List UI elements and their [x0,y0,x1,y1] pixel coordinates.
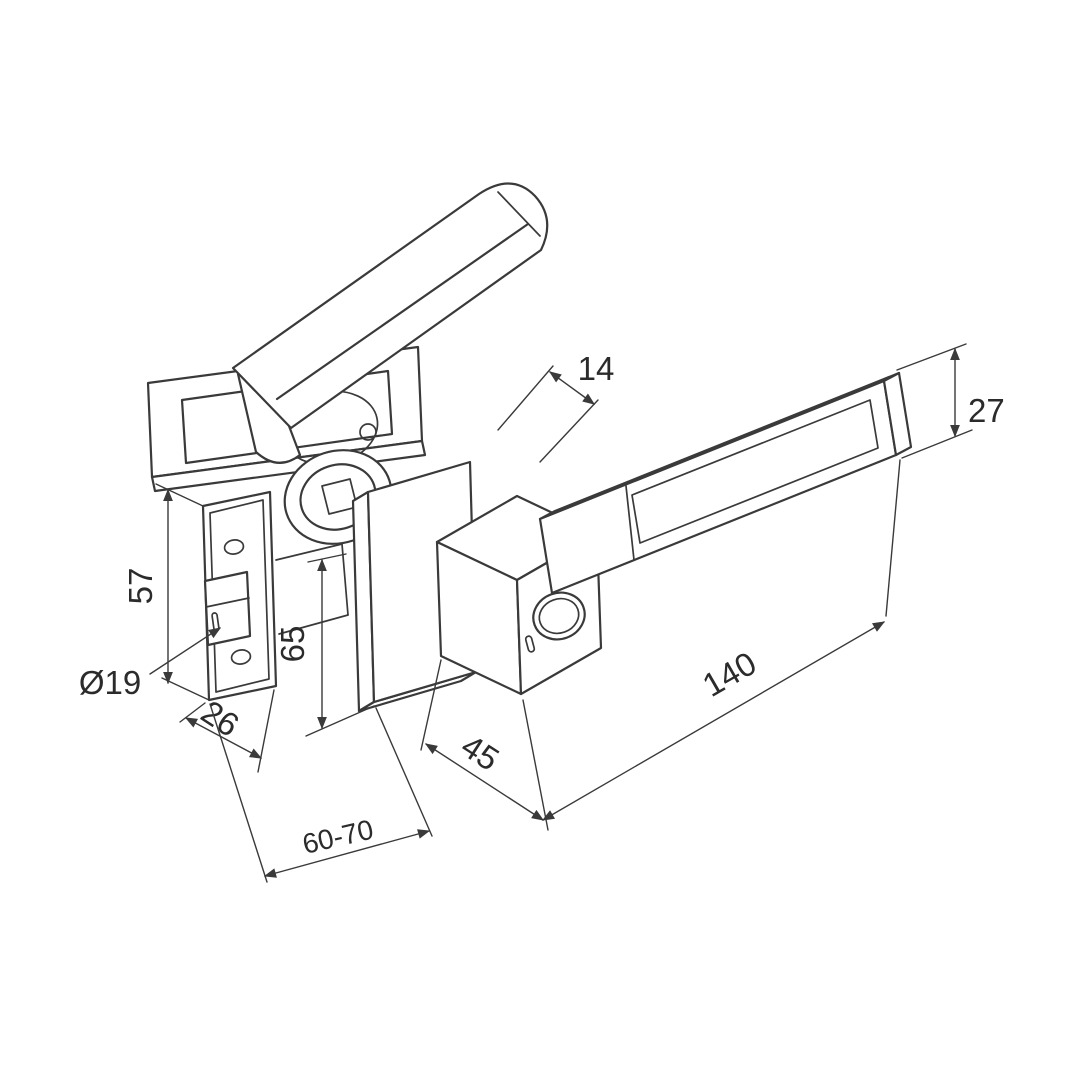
rear-neck-right-edge [287,424,302,457]
ext-line [307,553,347,563]
ext-line [375,707,433,837]
bar-head-divider [625,485,635,561]
bar-grip-panel [631,399,879,544]
ext-line [257,689,275,773]
ext-line [497,365,554,431]
dimension-57: 57 [122,483,210,701]
screw-hole-top [223,539,245,555]
dim-label-14: 14 [578,350,615,387]
dim-label-57: 57 [122,568,159,605]
ext-line [901,429,973,459]
bar-end-face [882,371,913,457]
dimension-26: 26 [179,689,275,773]
rear-neck-base-curve [254,450,302,464]
ext-line [420,659,442,751]
dim-label-60-70: 60-70 [299,814,376,860]
dim-line [184,717,263,759]
ext-line [209,703,268,883]
latch-bolt-face [203,570,252,647]
dimension-27: 27 [896,343,1005,459]
cassette-screw-side [359,423,377,441]
ext-line [305,705,375,737]
ext-line [161,677,210,701]
front-lever-bar [538,371,913,595]
dim-line [549,371,595,405]
screw-hole-bottom [230,649,252,665]
ext-line [179,702,206,723]
latch-case-bottom-line [278,614,349,635]
dim-label-diameter-19: Ø19 [79,664,141,701]
ext-line [522,699,549,831]
latch-case-top-line [275,543,343,561]
dimension-diameter-19: Ø19 [79,627,222,701]
latch-case [275,543,349,635]
rear-lever [231,182,549,464]
latch-bolt [203,570,252,647]
dimension-60-70: 60-70 [209,703,433,883]
ext-line [539,399,599,463]
dim-line [541,621,886,821]
dim-label-27: 27 [968,392,1005,429]
rear-neck-left-edge [236,372,258,454]
rear-bar-tip-chamfer [497,191,541,237]
leader-line [149,627,222,675]
dim-label-65: 65 [274,626,311,663]
bar-front-face [538,379,898,595]
rear-bar-outline [231,182,549,430]
dim-line [424,743,545,821]
ext-line [155,483,204,507]
dim-label-140: 140 [696,644,762,704]
ext-line [885,459,901,617]
dimension-14: 14 [497,350,615,463]
dim-label-45: 45 [455,727,506,778]
latch-case-end-line [341,543,349,616]
head-release-slot [524,635,536,653]
latch-bolt-bevel-edge [205,597,250,608]
rear-bar-fold-edge [275,222,530,401]
dimension-65: 65 [274,553,375,737]
dim-line [263,829,431,878]
